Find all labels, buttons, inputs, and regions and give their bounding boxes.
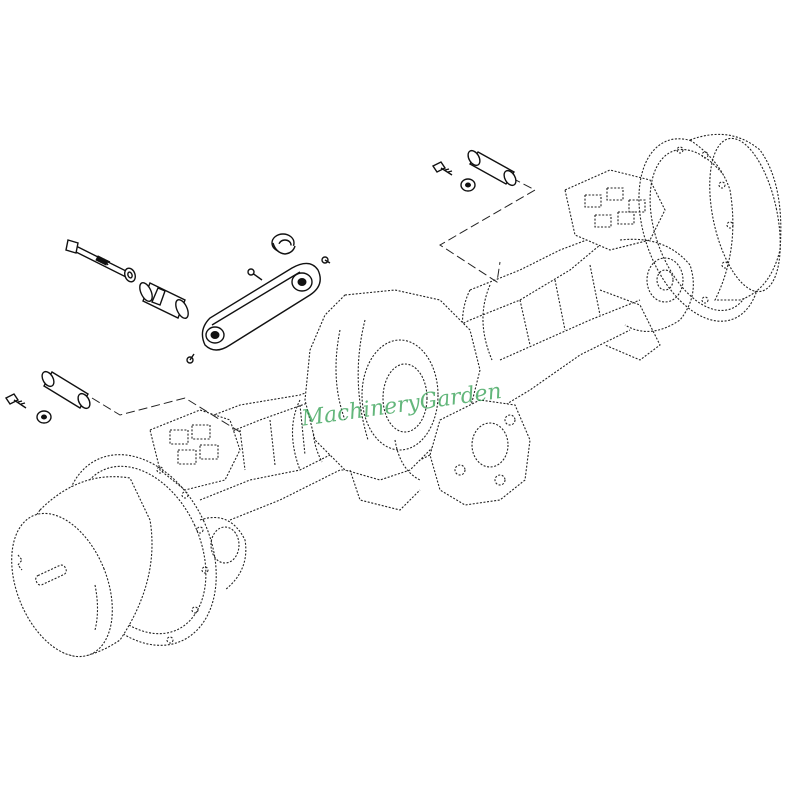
washer-left xyxy=(36,410,52,424)
bolt-right xyxy=(431,161,453,176)
link-bushing xyxy=(139,281,189,320)
pin-right xyxy=(467,149,517,187)
right-wheel-hub xyxy=(564,133,782,361)
pin-left xyxy=(41,370,91,410)
washer-right xyxy=(460,178,476,192)
link-bolt xyxy=(65,239,133,280)
leader-lines xyxy=(91,177,537,433)
bushing-cap xyxy=(271,233,296,255)
bolt-washer xyxy=(124,267,136,283)
bolt-left xyxy=(4,393,27,409)
left-wheel-hub xyxy=(11,409,247,658)
link-arm xyxy=(201,262,321,351)
grease-fitting xyxy=(186,256,331,364)
center-differential xyxy=(304,289,531,511)
